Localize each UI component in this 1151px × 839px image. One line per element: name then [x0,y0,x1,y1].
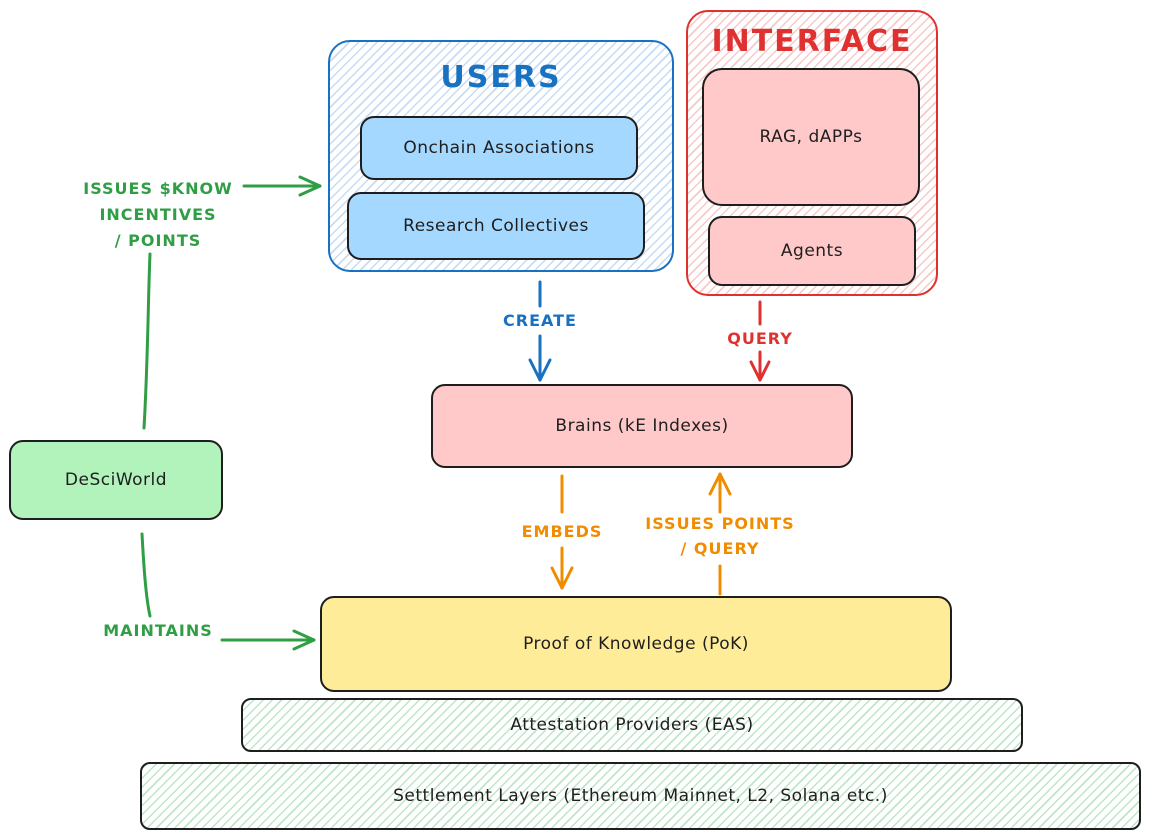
issues-know-label-line3: / POINTS [114,231,202,250]
onchain-associations-node[interactable]: Onchain Associations [360,116,638,180]
issues-know-label: ISSUES $KNOW INCENTIVES / POINTS [70,176,246,254]
issues-points-label: ISSUES POINTS / QUERY [626,511,814,561]
embeds-label: EMBEDS [521,522,603,541]
agents-node[interactable]: Agents [708,216,916,286]
create-label: CREATE [503,311,577,330]
issues-know-label-line1: ISSUES $KNOW [83,179,233,198]
issues-points-arrowhead [708,472,732,496]
pok-node[interactable]: Proof of Knowledge (PoK) [320,596,952,692]
issues-points-label-line2: / QUERY [680,539,760,558]
maintains-arrowhead [292,629,316,651]
embeds-arrowhead [550,566,574,590]
query-arrowhead [749,360,771,382]
maintains-edge [140,532,152,618]
maintains-label: MAINTAINS [103,621,213,640]
issues-know-edge [142,252,152,430]
research-collectives-node[interactable]: Research Collectives [347,192,645,260]
desciworld-node[interactable]: DeSciWorld [9,440,223,520]
create-arrowhead [528,358,552,382]
issues-know-label-line2: INCENTIVES [99,205,217,224]
issues-points-label-line1: ISSUES POINTS [645,514,795,533]
brains-node[interactable]: Brains (kE Indexes) [431,384,853,468]
issues-know-arrowhead [298,175,322,197]
rag-dapps-node[interactable]: RAG, dAPPs [702,68,920,206]
attestation-node[interactable]: Attestation Providers (EAS) [241,698,1023,752]
users-title: USERS [440,60,562,95]
settlement-node[interactable]: Settlement Layers (Ethereum Mainnet, L2,… [140,762,1141,830]
query-label: QUERY [727,329,793,348]
interface-title: INTERFACE [711,24,913,59]
